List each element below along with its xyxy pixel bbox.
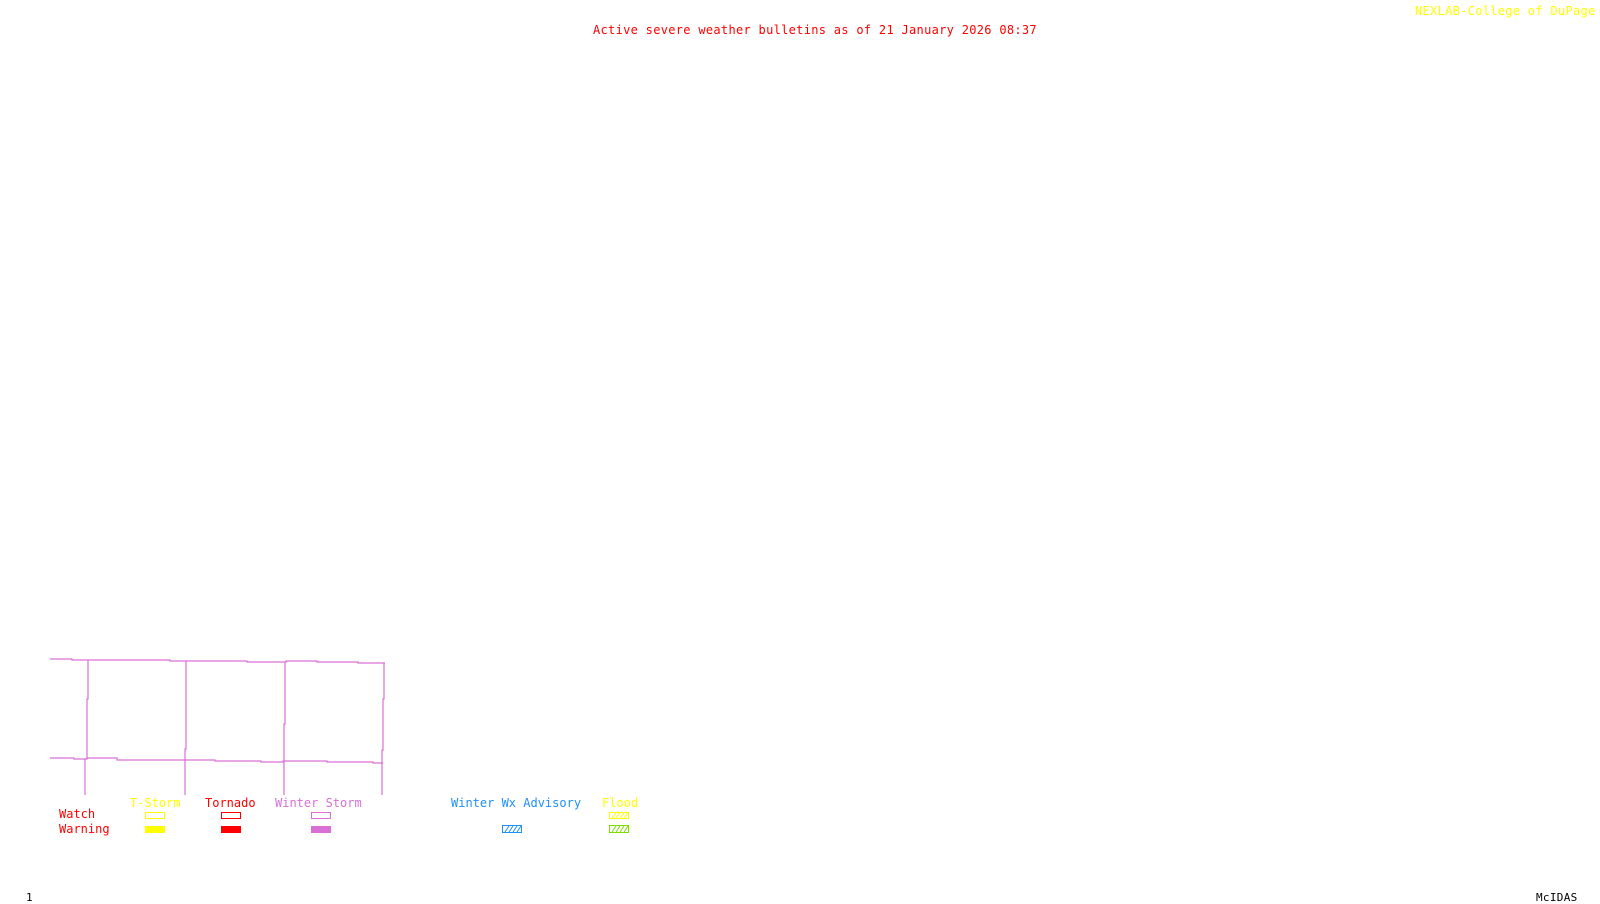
county-line <box>50 658 385 664</box>
county-line <box>381 663 385 795</box>
legend-row-watch: Watch <box>59 807 96 821</box>
legend-label-winter-wx-advisory: Winter Wx Advisory <box>451 796 582 810</box>
page-title: Active severe weather bulletins as of 21… <box>593 23 1037 37</box>
county-line <box>283 662 286 795</box>
winter-storm-warning-swatch <box>311 826 331 833</box>
county-boundaries <box>50 658 385 795</box>
legend-label-flood: Flood <box>602 796 639 810</box>
county-line <box>50 757 383 764</box>
tstorm-warning-swatch <box>145 826 165 833</box>
flood-watch-swatch <box>609 812 629 819</box>
frame-number: 1 <box>26 891 33 904</box>
credit-label: NEXLAB-College of DuPage <box>1415 5 1600 17</box>
winter-wx-advisory-swatch <box>502 825 522 833</box>
winter-storm-watch-swatch <box>311 812 331 819</box>
legend-row-warning: Warning <box>59 822 110 836</box>
software-label: McIDAS <box>1536 891 1578 904</box>
tornado-watch-swatch <box>221 812 241 819</box>
tstorm-watch-swatch <box>145 812 165 819</box>
legend-label-winter-storm: Winter Storm <box>275 796 362 810</box>
tornado-warning-swatch <box>221 826 241 833</box>
county-line <box>86 660 89 759</box>
flood-warning-swatch <box>609 825 629 833</box>
legend-label-tstorm: T-Storm <box>130 796 181 810</box>
legend-label-tornado: Tornado <box>205 796 256 810</box>
credit-text: NEXLAB-College of DuPage <box>1415 4 1596 18</box>
county-line <box>184 661 187 795</box>
